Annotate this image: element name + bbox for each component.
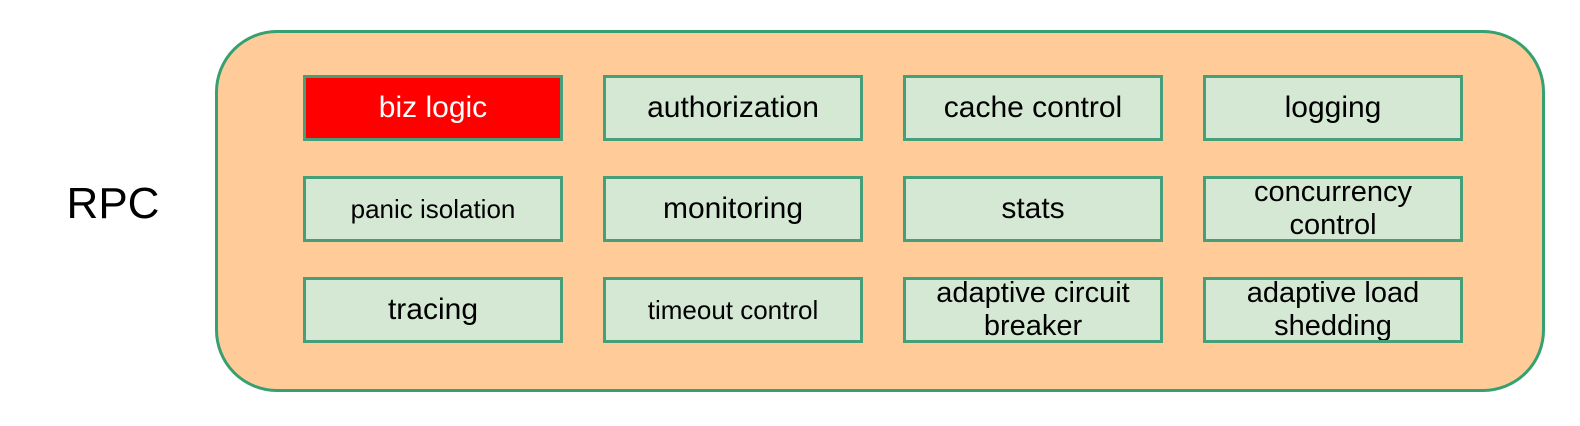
chip-label: stats [1001, 192, 1065, 225]
chip-label: adaptive load shedding [1246, 277, 1420, 342]
chip-label: cache control [943, 91, 1123, 124]
middleware-chip-biz-logic[interactable]: biz logic [303, 75, 563, 141]
chip-label: biz logic [378, 91, 488, 124]
middleware-grid: biz logic authorization cache control lo… [303, 75, 1463, 343]
middleware-chip-concurrency-control[interactable]: concurrency control [1203, 176, 1463, 242]
middleware-chip-monitoring[interactable]: monitoring [603, 176, 863, 242]
chip-label: logging [1284, 91, 1382, 124]
chip-label: adaptive circuit breaker [936, 277, 1130, 342]
chip-label: concurrency control [1254, 176, 1412, 241]
middleware-chip-timeout-control[interactable]: timeout control [603, 277, 863, 343]
middleware-chip-adaptive-circuit-breaker[interactable]: adaptive circuit breaker [903, 277, 1163, 343]
middleware-chip-panic-isolation[interactable]: panic isolation [303, 176, 563, 242]
middleware-chip-logging[interactable]: logging [1203, 75, 1463, 141]
chip-label: authorization [647, 91, 819, 124]
rpc-middleware-container: biz logic authorization cache control lo… [215, 30, 1545, 392]
chip-label: panic isolation [350, 194, 516, 224]
middleware-chip-tracing[interactable]: tracing [303, 277, 563, 343]
middleware-chip-cache-control[interactable]: cache control [903, 75, 1163, 141]
chip-label: monitoring [662, 192, 804, 225]
middleware-chip-adaptive-load-shedding[interactable]: adaptive load shedding [1203, 277, 1463, 343]
middleware-chip-authorization[interactable]: authorization [603, 75, 863, 141]
middleware-chip-stats[interactable]: stats [903, 176, 1163, 242]
chip-label: tracing [387, 293, 479, 326]
rpc-caption: RPC [66, 179, 160, 228]
chip-label: timeout control [647, 295, 819, 325]
